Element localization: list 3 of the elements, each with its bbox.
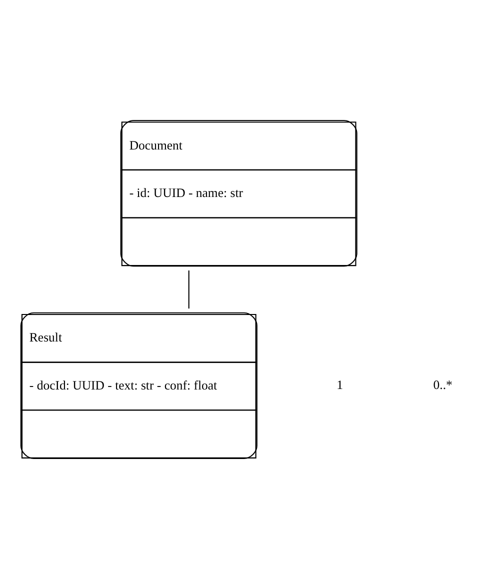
connector — [188, 270, 190, 309]
label: 1 — [336, 378, 343, 392]
label: 0..* — [433, 378, 452, 392]
